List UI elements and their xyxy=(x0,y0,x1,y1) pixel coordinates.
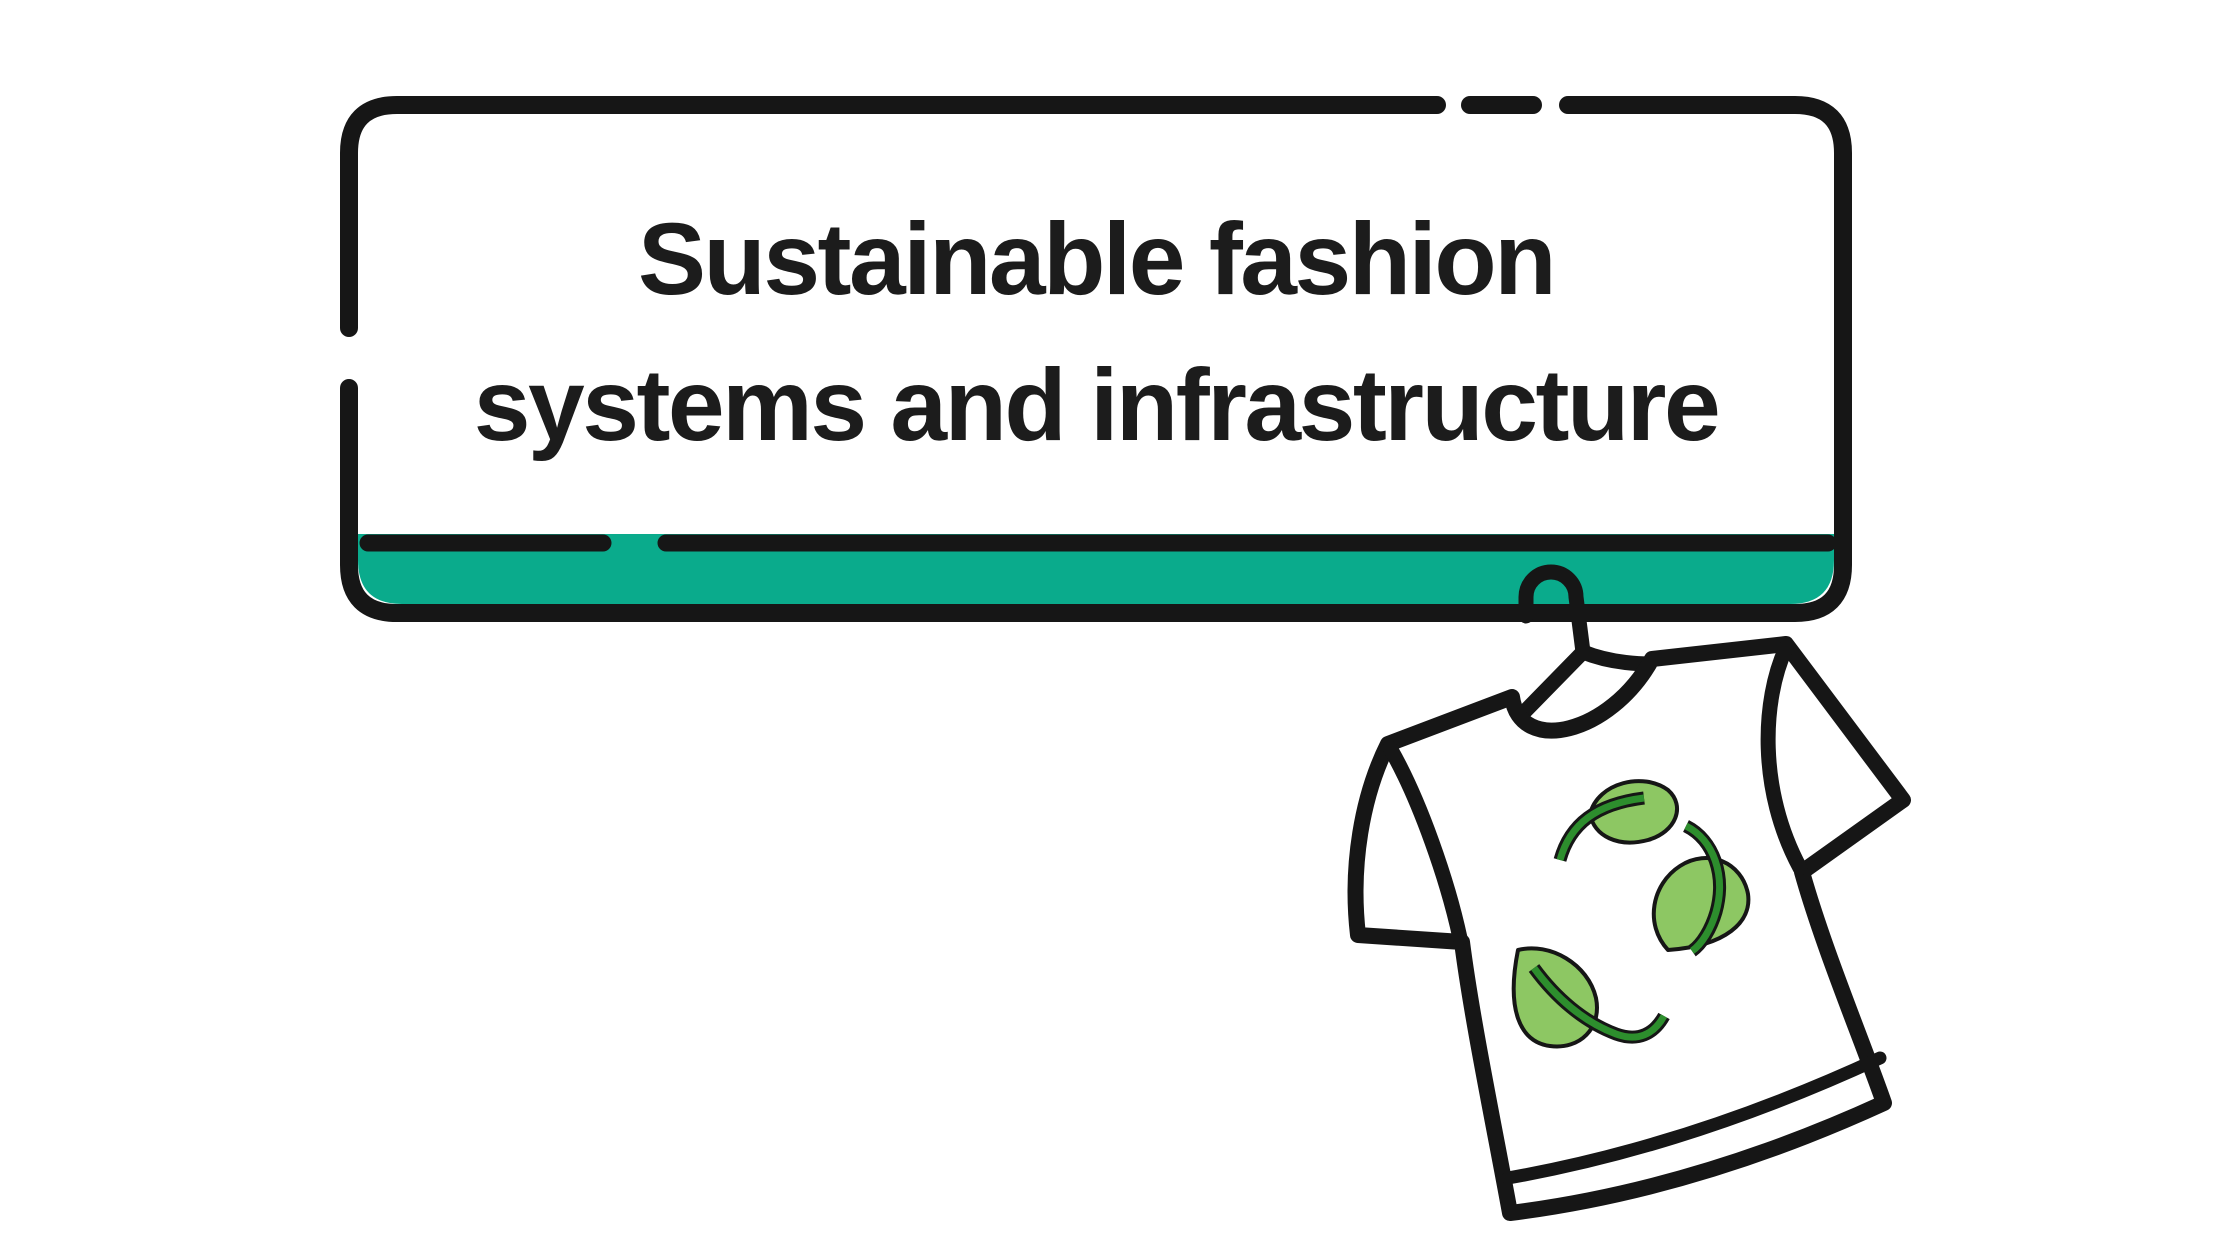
leaf-right-stem xyxy=(1684,822,1723,954)
leaf-top xyxy=(1553,779,1679,862)
tshirt-hem-line xyxy=(1501,1051,1887,1185)
tshirt-armhole-left xyxy=(1382,740,1468,946)
tshirt-icon xyxy=(1347,636,1911,1221)
title-banner xyxy=(340,96,1852,622)
banner-title-line1: Sustainable fashion xyxy=(637,202,1557,316)
leaf-top-stem xyxy=(1556,794,1645,861)
leaf-top-body xyxy=(1588,779,1679,845)
leaf-bottom-left-stem xyxy=(1531,965,1668,1041)
hanger-hook xyxy=(1518,564,1591,660)
tshirt-armhole-right xyxy=(1760,640,1808,876)
recycle-leaves-icon xyxy=(1511,779,1751,1049)
banner-border-wrap xyxy=(340,96,1852,622)
banner-border-main xyxy=(340,96,1446,337)
leaf-right xyxy=(1651,820,1751,957)
leaf-bottom-left xyxy=(1511,946,1670,1049)
banner-title: Sustainable fashion systems and infrastr… xyxy=(340,186,1852,478)
banner-title-line2: systems and infrastructure xyxy=(473,348,1721,462)
tshirt-body xyxy=(1347,636,1911,1221)
